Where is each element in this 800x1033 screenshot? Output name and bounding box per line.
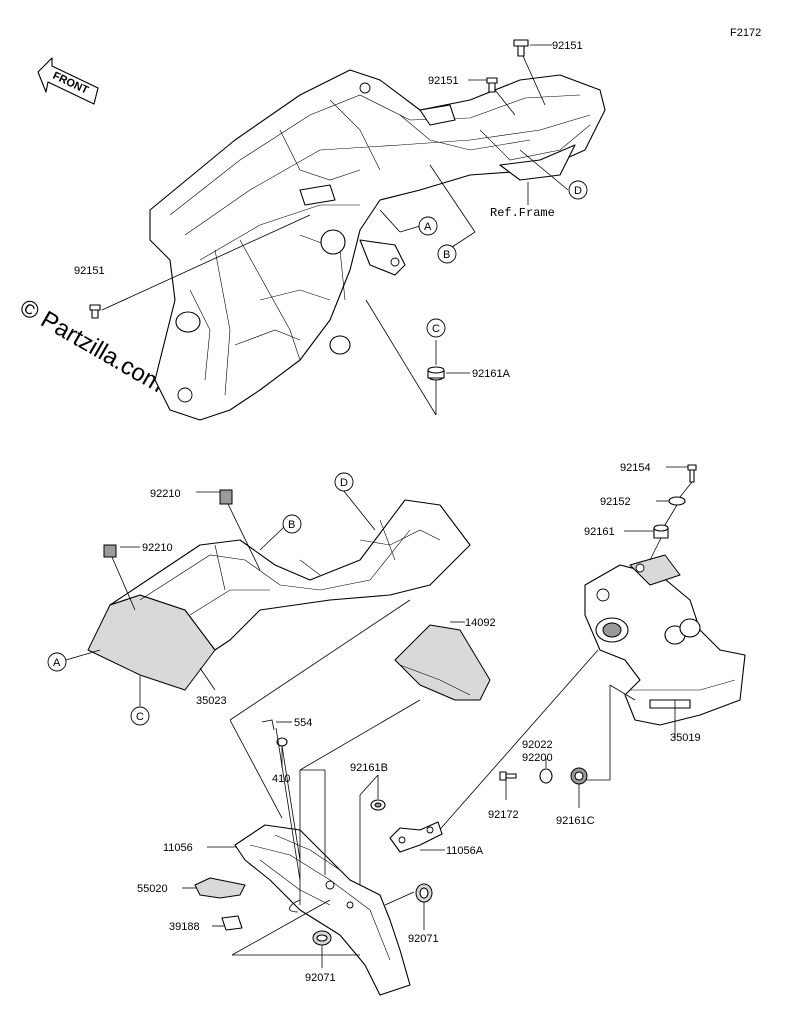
callout-a-mid: A: [47, 652, 67, 672]
callout-c-mid: C: [130, 706, 150, 726]
license-bracket-drawing: [584, 554, 746, 726]
svg-text:A: A: [424, 221, 432, 233]
grommet-icon: [653, 524, 669, 539]
bracket-11056-drawing: [234, 824, 411, 996]
leader-lines-right: [434, 466, 693, 836]
part-label-39188: 39188: [169, 921, 200, 933]
part-label-92172: 92172: [488, 809, 519, 821]
screw-icon: [687, 464, 697, 483]
leader-lines-mid-left: [65, 489, 411, 819]
callout-b-mid: B: [282, 514, 302, 534]
part-label-92071: 92071: [305, 972, 336, 984]
grommet-icon: [312, 930, 332, 946]
part-label-92151: 92151: [74, 265, 105, 277]
part-label-92022: 92022: [522, 739, 553, 751]
leader-lines-top: [101, 44, 569, 416]
part-label-14092: 14092: [465, 617, 496, 629]
part-label-92161: 92161: [584, 526, 615, 538]
svg-text:D: D: [574, 185, 582, 197]
svg-text:C: C: [432, 323, 440, 335]
cover-drawing: [394, 624, 491, 701]
part-label-92152: 92152: [600, 496, 631, 508]
callout-d-top: D: [568, 180, 588, 200]
part-label-11056: 11056: [163, 842, 193, 854]
part-label-554: 554: [294, 717, 312, 729]
callout-d-mid: D: [334, 472, 354, 492]
pad-icon: [194, 877, 246, 899]
part-label-410: 410: [272, 773, 290, 785]
figure-code: F2172: [730, 27, 761, 39]
washer-icon: [668, 496, 686, 506]
bolt-icon: [89, 304, 101, 319]
leader-lines-bottom: [182, 699, 425, 968]
part-label-92161B: 92161B: [350, 762, 388, 774]
rear-fender-drawing: [87, 489, 471, 691]
svg-text:A: A: [53, 657, 61, 669]
grommet-icon: [370, 799, 386, 811]
part-label-55020: 55020: [137, 883, 168, 895]
frame-drawing: [149, 69, 606, 421]
bolt-icon: [499, 771, 517, 781]
bolt-icon: [513, 39, 529, 57]
part-label-35023: 35023: [196, 695, 227, 707]
part-label-92161C: 92161C: [556, 815, 595, 827]
part-label-92210: 92210: [150, 488, 181, 500]
svg-text:C: C: [136, 711, 144, 723]
ref-frame-label: Ref.Frame: [490, 206, 555, 220]
bracket-11056a-drawing: [389, 821, 443, 853]
svg-text:B: B: [443, 249, 450, 261]
label-sticker-icon: [221, 915, 243, 931]
svg-text:B: B: [288, 519, 295, 531]
bolt-icon: [486, 77, 498, 93]
part-label-92151: 92151: [552, 40, 583, 52]
washer-icon: [539, 768, 553, 784]
grommet-icon: [415, 883, 433, 903]
screw-icon: [261, 719, 275, 731]
part-label-92210: 92210: [142, 542, 173, 554]
part-label-92154: 92154: [620, 462, 651, 474]
part-label-92161A: 92161A: [472, 368, 511, 380]
grommet-icon: [427, 366, 445, 381]
part-label-92151: 92151: [428, 75, 459, 87]
svg-text:D: D: [340, 477, 348, 489]
callout-a-top: A: [418, 216, 438, 236]
callout-c-top: C: [426, 318, 446, 338]
part-label-35019: 35019: [670, 732, 701, 744]
part-label-92071: 92071: [408, 933, 439, 945]
part-label-92200: 92200: [522, 752, 553, 764]
front-arrow-icon: FRONT: [37, 57, 99, 105]
part-label-11056A: 11056A: [446, 845, 484, 857]
callout-b-top: B: [437, 244, 457, 264]
collar-icon: [570, 767, 588, 785]
